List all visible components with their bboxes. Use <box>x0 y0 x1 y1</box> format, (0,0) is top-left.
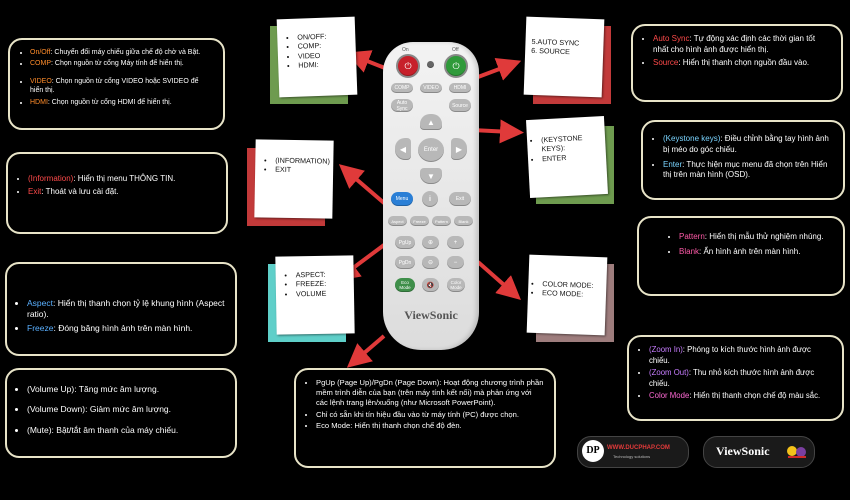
note-color: COLOR MODE: ECO MODE: <box>526 254 614 342</box>
item-onoff: On/Off: Chuyển đổi máy chiếu giữa chế độ… <box>30 48 213 57</box>
item-pc-only: Chỉ có sẵn khi tín hiệu đầu vào từ máy t… <box>316 410 544 420</box>
note-line: ECO MODE: <box>542 288 602 299</box>
volume-up-button[interactable]: + <box>447 236 464 249</box>
comp-button[interactable]: COMP <box>391 83 413 93</box>
note-keystone: (KEYSTONE KEYS): ENTER <box>526 116 614 204</box>
pgup-button[interactable]: PgUp <box>395 236 415 249</box>
item-video: VIDEO: Chọn nguồn từ cổng VIDEO hoặc SVI… <box>30 77 213 96</box>
zoom-out-button[interactable]: ⊖ <box>422 256 439 269</box>
mute-button[interactable]: 🔇 <box>422 278 439 292</box>
item-source: Source: Hiển thị thanh chọn nguồn đầu và… <box>653 58 831 69</box>
led-indicator <box>427 61 434 68</box>
arrow-pgup <box>346 334 386 368</box>
source-button[interactable]: Source <box>449 99 471 112</box>
keystone-up-button[interactable]: ▲ <box>420 114 442 130</box>
note-line: HDMI: <box>298 59 352 70</box>
label-off: Off <box>452 47 459 53</box>
arrow-color <box>476 260 521 300</box>
box-info-keys: (Information): Hiển thị menu THÔNG TIN. … <box>6 152 228 234</box>
note-aspect: ASPECT: FREEZE: VOLUME <box>268 255 355 342</box>
remote-brand: ViewSonic <box>404 308 458 322</box>
blank-button[interactable]: Blank <box>454 216 473 226</box>
ducphap-logo: DP WWW.DUCPHAP.COM Technology solutions <box>577 436 689 468</box>
keystone-down-button[interactable]: ▼ <box>420 168 442 184</box>
volume-down-button[interactable]: − <box>447 256 464 269</box>
auto-sync-button[interactable]: Auto Sync <box>391 99 413 112</box>
box-pattern-keys: Pattern: Hiển thị mẫu thử nghiệm nhúng. … <box>637 216 845 296</box>
zoom-in-button[interactable]: ⊕ <box>422 236 439 249</box>
box-page-keys: PgUp (Page Up)/PgDn (Page Down): Hoạt độ… <box>294 368 556 468</box>
item-volume-up: (Volume Up): Tăng mức âm lượng. <box>27 384 225 395</box>
item-pattern: Pattern: Hiển thị mẫu thử nghiệm nhúng. <box>679 232 833 243</box>
exit-button[interactable]: Exit <box>449 192 471 206</box>
box-keystone-keys: (Keystone keys): Điều chỉnh bằng tay hìn… <box>641 120 845 200</box>
note-line: 6. SOURCE <box>531 46 571 57</box>
eco-mode-button[interactable]: Eco Mode <box>395 278 415 292</box>
item-aspect: Aspect: Hiển thị thanh chọn tỷ lệ khung … <box>27 298 225 321</box>
item-eco-mode: Eco Mode: Hiển thị thanh chọn chế độ đèn… <box>316 421 544 431</box>
box-power-keys: On/Off: Chuyển đổi máy chiếu giữa chế độ… <box>8 38 225 130</box>
info-button[interactable]: i <box>422 191 438 207</box>
item-exit: Exit: Thoát và lưu cài đặt. <box>28 187 216 198</box>
viewsonic-birds-icon <box>787 446 806 458</box>
item-pgup-pgdn: PgUp (Page Up)/PgDn (Page Down): Hoạt độ… <box>316 378 544 408</box>
enter-button[interactable]: Enter <box>418 138 444 162</box>
power-on-button[interactable]: ⏻ <box>396 54 420 78</box>
pgdn-button[interactable]: PgDn <box>395 256 415 269</box>
item-information: (Information): Hiển thị menu THÔNG TIN. <box>28 174 216 185</box>
label-on: On <box>402 47 409 53</box>
left-arrow-button[interactable]: ◀ <box>395 138 411 160</box>
item-hdmi: HDMI: Chọn nguồn từ cổng HDMI để hiển th… <box>30 98 213 107</box>
item-auto-sync: Auto Sync: Tự động xác định các thời gia… <box>653 34 831 56</box>
color-mode-button[interactable]: Color Mode <box>447 278 465 292</box>
box-sync-keys: Auto Sync: Tự động xác định các thời gia… <box>631 24 843 102</box>
freeze-button[interactable]: Freeze <box>410 216 429 226</box>
video-button[interactable]: VIDEO <box>420 83 442 93</box>
menu-button[interactable]: Menu <box>391 192 413 206</box>
note-line: EXIT <box>275 165 329 175</box>
box-volume-keys: (Volume Up): Tăng mức âm lượng. (Volume … <box>5 368 237 458</box>
dp-site: WWW.DUCPHAP.COM <box>607 445 670 451</box>
power-off-button[interactable]: ⏻ <box>444 54 468 78</box>
item-enter: Enter: Thực hiện mục menu đã chọn trên H… <box>663 160 833 182</box>
item-zoom-in: (Zoom In): Phóng to kích thước hình ảnh … <box>649 345 832 366</box>
viewsonic-wordmark: ViewSonic <box>716 444 770 458</box>
box-aspect-keys: Aspect: Hiển thị thanh chọn tỷ lệ khung … <box>5 262 237 356</box>
item-blank: Blank: Ẩn hình ảnh trên màn hình. <box>679 247 833 258</box>
note-info: (INFORMATION) EXIT <box>247 139 334 226</box>
viewsonic-logo: ViewSonic <box>703 436 815 468</box>
note-line: VOLUME <box>296 288 350 299</box>
note-sync: 5.AUTO SYNC 6. SOURCE <box>523 16 611 104</box>
item-keystone: (Keystone keys): Điều chỉnh bằng tay hìn… <box>663 134 833 156</box>
item-color-mode: Color Mode: Hiển thị thanh chọn chế độ m… <box>649 391 832 402</box>
item-comp: COMP: Chọn nguồn từ cổng Máy tính để hiể… <box>30 59 213 68</box>
remote-control: On Off ⏻ ⏻ COMP VIDEO HDMI Auto Sync Sou… <box>383 42 479 350</box>
dp-emblem-icon: DP <box>582 440 604 462</box>
item-zoom-out: (Zoom Out): Thu nhỏ kích thước hình ảnh … <box>649 368 832 389</box>
hdmi-button[interactable]: HDMI <box>449 83 471 93</box>
item-mute: (Mute): Bật/tắt âm thanh của máy chiếu. <box>27 425 225 436</box>
note-power: ON/OFF: COMP: VIDEO HDMI: <box>270 16 358 104</box>
dp-tagline: Technology solutions <box>613 454 651 459</box>
right-arrow-button[interactable]: ▶ <box>451 138 467 160</box>
aspect-button[interactable]: Aspect <box>388 216 407 226</box>
pattern-button[interactable]: Pattern <box>432 216 451 226</box>
item-volume-down: (Volume Down): Giảm mức âm lượng. <box>27 404 225 415</box>
item-freeze: Freeze: Đóng băng hình ảnh trên màn hình… <box>27 323 225 334</box>
box-zoom-keys: (Zoom In): Phóng to kích thước hình ảnh … <box>627 335 844 421</box>
